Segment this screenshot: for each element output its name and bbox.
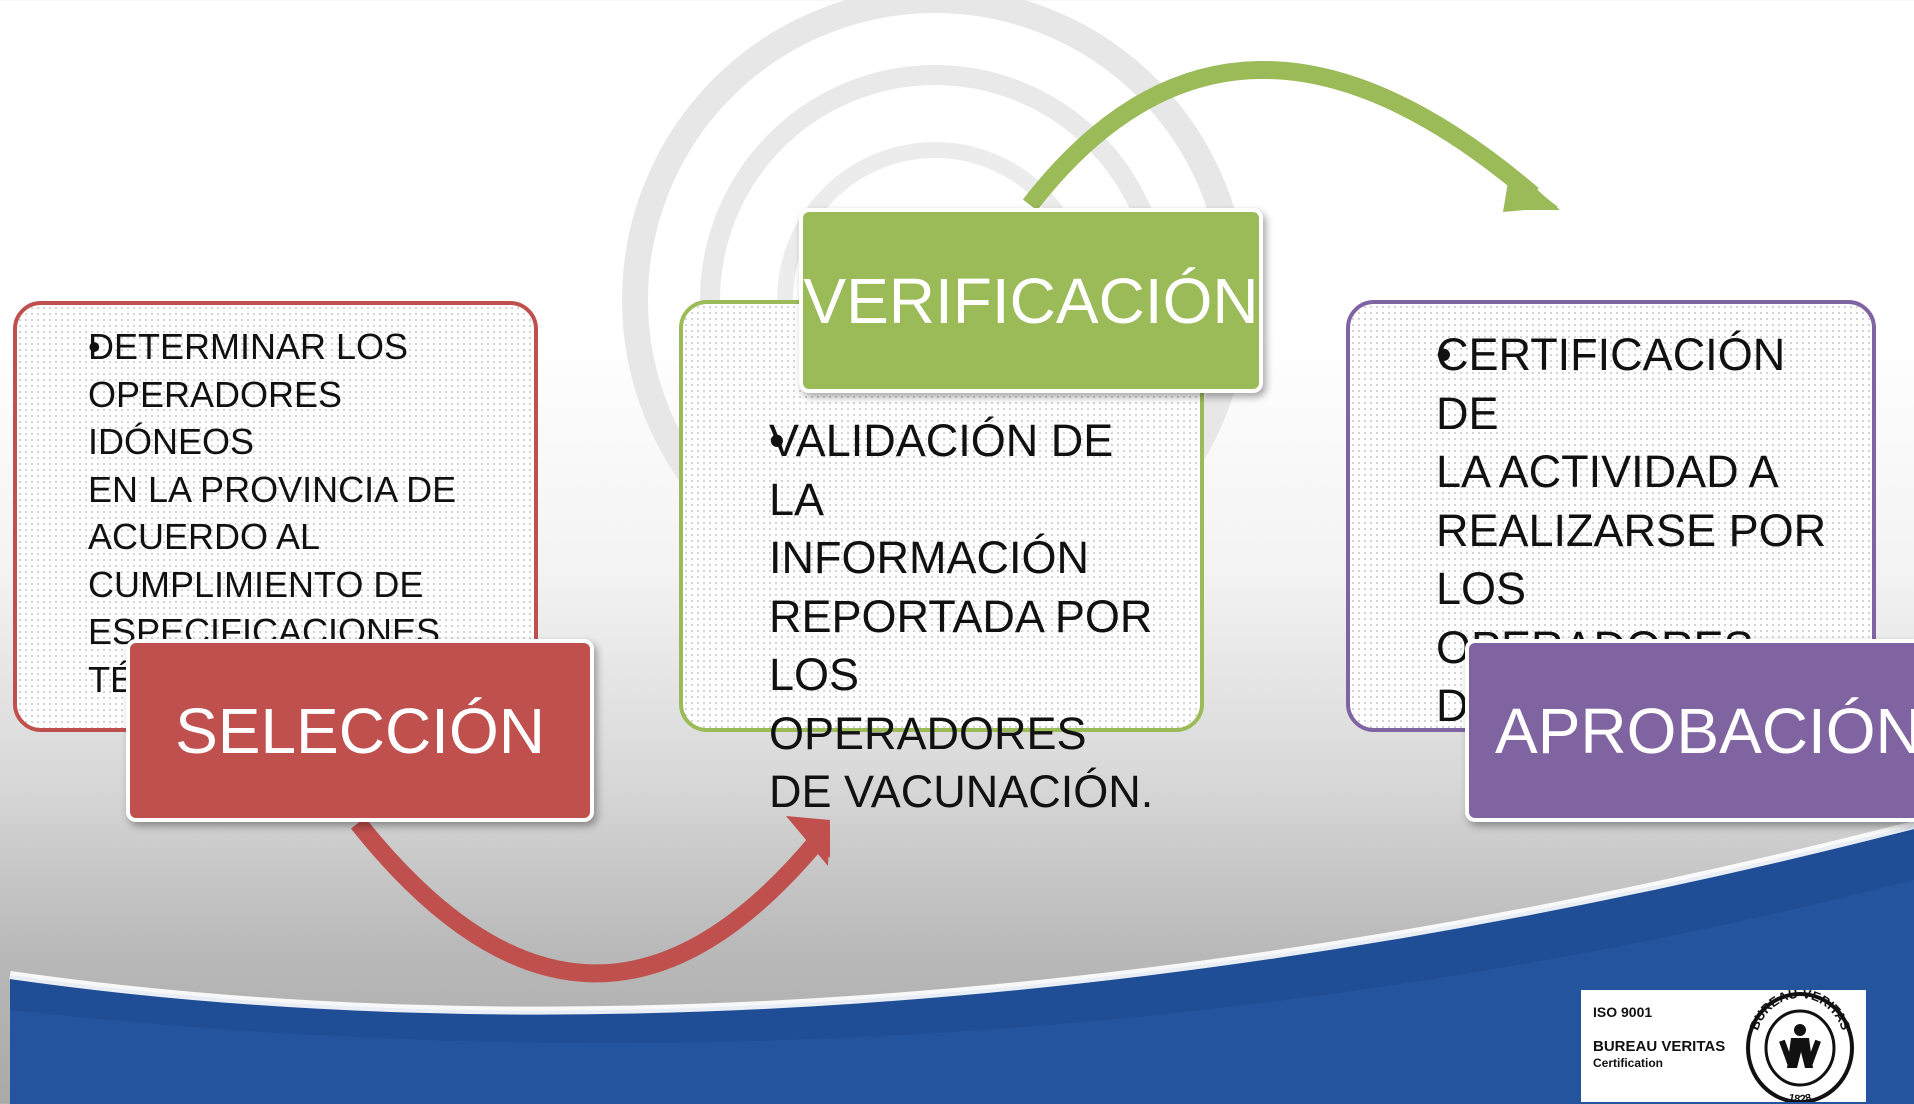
seal-figure [1779, 1024, 1821, 1068]
step-title-seleccion: SELECCIÓN [175, 694, 545, 767]
step-title-verificacion: VERIFICACIÓN [803, 264, 1259, 337]
certification-badge: ISO 9001 BUREAU VERITAS Certification BU… [1581, 990, 1866, 1102]
step-label-verificacion: VERIFICACIÓN [799, 208, 1263, 393]
arrow-verificacion-to-aprobacion [1022, 61, 1539, 211]
step-label-seleccion: SELECCIÓN [126, 639, 594, 822]
step-bullets-verificacion: VALIDACIÓN DE LA INFORMACIÓN REPORTADA P… [703, 412, 1180, 822]
bullet-item: VALIDACIÓN DE LA INFORMACIÓN REPORTADA P… [703, 412, 1180, 822]
bureau-veritas-seal: BUREAU VERITAS 1828 [1746, 990, 1854, 1102]
swoosh-shadow [10, 880, 1914, 1104]
arrow-head-green-fill [1503, 170, 1558, 212]
arrow-head-red-fill [786, 816, 830, 866]
iso-label: ISO 9001 [1593, 1004, 1653, 1020]
bureau-veritas-label: BUREAU VERITAS [1593, 1038, 1726, 1055]
certification-label: Certification [1593, 1056, 1664, 1070]
blue-swoosh-highlight [9, 821, 1914, 1015]
seal-year: 1828 [1787, 1092, 1813, 1102]
arrow-seleccion-to-verificacion [350, 817, 825, 983]
step-label-aprobacion: APROBACIÓN [1465, 639, 1914, 822]
step-title-aprobacion: APROBACIÓN [1495, 694, 1914, 767]
